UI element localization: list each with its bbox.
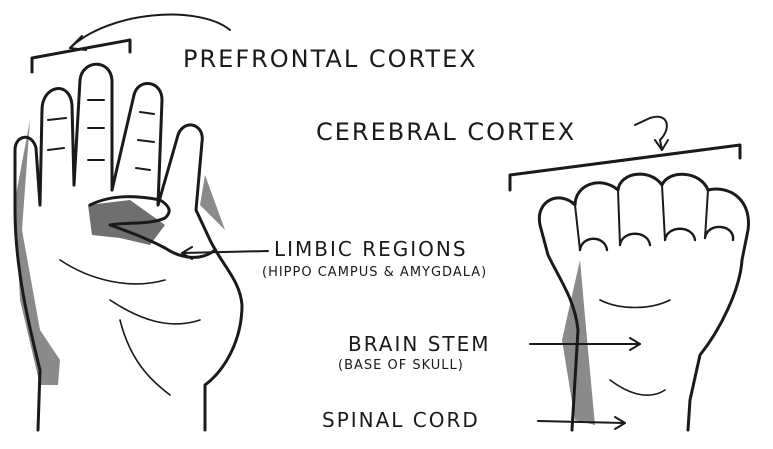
limbic-regions-label: LIMBIC REGIONS [274,237,468,261]
prefrontal-bracket [32,40,130,72]
prefrontal-cortex-label: PREFRONTAL CORTEX [183,45,478,73]
spinal-cord-label: SPINAL CORD [322,408,480,432]
open-hand [15,64,242,430]
fist-hand [539,174,748,430]
cerebral-arrow [635,117,667,150]
brain-stem-label: BRAIN STEM [348,332,491,356]
brain-stem-detail-label: (BASE OF SKULL) [338,358,464,373]
limbic-arrow [182,251,268,253]
spinal-cord-arrow [538,421,625,423]
limbic-detail-label: (HIPPO CAMPUS & AMYGDALA) [262,265,487,280]
prefrontal-arrow [70,15,230,48]
cerebral-cortex-label: CEREBRAL CORTEX [316,118,576,146]
